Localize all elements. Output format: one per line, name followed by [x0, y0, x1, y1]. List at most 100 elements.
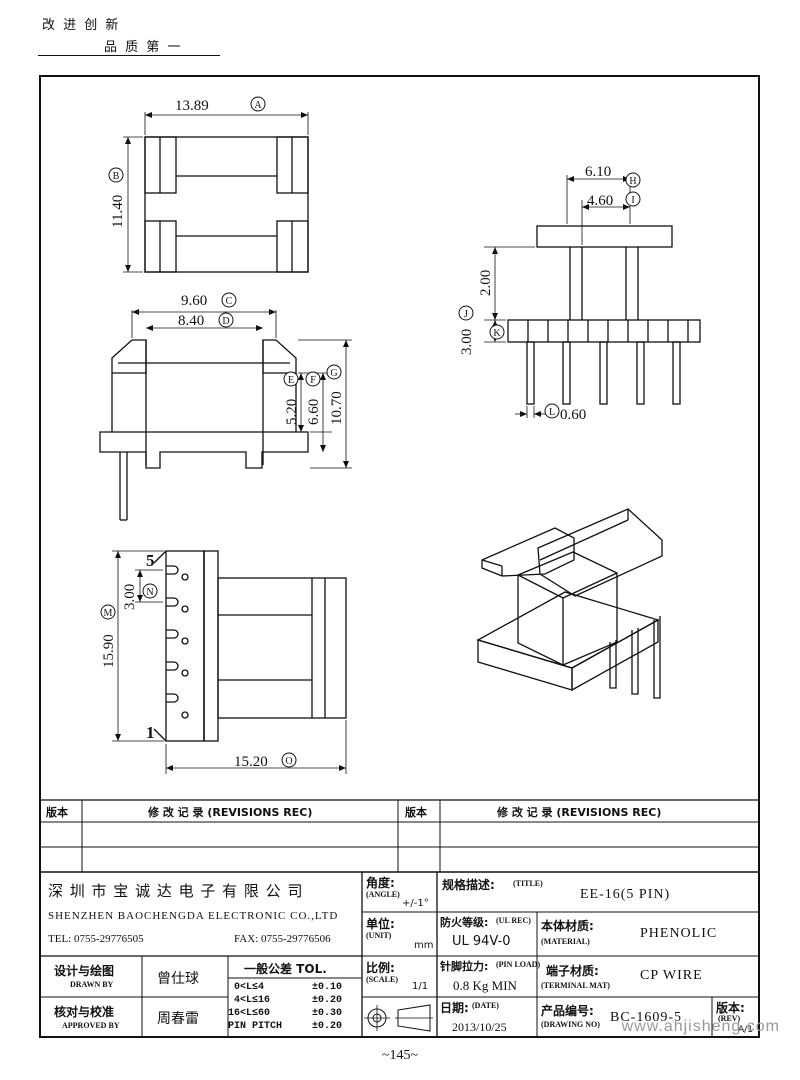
company-name-cn: 深 圳 市 宝 诚 达 电 子 有 限 公 司	[48, 882, 304, 900]
dim-g-value: 10.70	[329, 391, 345, 425]
marker-a: A	[250, 96, 266, 112]
approved-by-label-cn: 核对与校准	[54, 1005, 115, 1019]
marker-g: G	[326, 364, 342, 380]
dim-c-value: 9.60	[181, 293, 207, 309]
scale-value: 1/1	[412, 981, 429, 992]
marker-k: K	[489, 324, 505, 340]
top-view	[123, 112, 309, 273]
tolerance-range-2: 16<L≤60	[228, 1008, 271, 1019]
rev-value: A/1	[738, 1025, 753, 1035]
material-label-en: (MATERIAL)	[541, 937, 590, 946]
drawing-no-label-cn: 产品编号:	[541, 1004, 594, 1018]
ul-label-en: (UL REC)	[496, 916, 531, 925]
rev-label-cn: 版本:	[716, 1001, 745, 1015]
pin-label-first: 1	[146, 723, 155, 742]
drawing-no-label-en: (DRAWING NO)	[541, 1020, 600, 1029]
angle-label-en: (ANGLE)	[366, 890, 400, 899]
drawn-by-label-cn: 设计与绘图	[54, 964, 115, 978]
material-label-cn: 本体材质:	[541, 919, 594, 933]
pinload-value: 0.8 Kg MIN	[453, 978, 517, 993]
terminal-label-cn: 端子材质:	[546, 964, 599, 978]
svg-text:G: G	[330, 368, 337, 379]
scale-label-en: (SCALE)	[366, 975, 399, 984]
tolerance-value-2: ±0.30	[312, 1008, 343, 1019]
svg-text:C: C	[226, 296, 233, 307]
svg-text:N: N	[146, 587, 153, 598]
drawn-by-label-en: DRAWN BY	[70, 980, 114, 989]
dim-k-value: 3.00	[459, 329, 475, 355]
isometric-view	[476, 508, 663, 699]
dim-o-value: 15.20	[234, 754, 268, 770]
drawing-sheet	[39, 75, 760, 1038]
svg-text:L: L	[549, 407, 555, 418]
side-view	[484, 175, 701, 418]
tolerance-range-3: PIN PITCH	[228, 1021, 283, 1032]
svg-text:B: B	[113, 171, 120, 182]
marker-b: B	[108, 167, 124, 183]
svg-text:J: J	[464, 309, 468, 320]
slogan-line-2: 品 质 第 一	[104, 40, 183, 55]
svg-text:E: E	[288, 375, 294, 386]
slogan-line-1: 改 进 创 新	[42, 18, 121, 33]
svg-text:K: K	[493, 328, 501, 339]
terminal-value: CP WIRE	[640, 968, 703, 983]
marker-m: M	[100, 604, 116, 620]
pin-label-last: 5	[146, 551, 155, 570]
tolerance-value-0: ±0.10	[312, 982, 343, 993]
marker-f: F	[305, 371, 321, 387]
unit-label-en: (UNIT)	[366, 931, 392, 940]
tolerance-title: 一般公差 TOL.	[244, 962, 327, 976]
revision-header-rec-left: 修 改 记 录 (REVISIONS REC)	[148, 806, 313, 819]
tolerance-range-1: 4<L≤16	[234, 995, 271, 1006]
approved-by-value: 周春雷	[157, 1011, 199, 1027]
marker-c: C	[221, 292, 237, 308]
ul-label-cn: 防火等级:	[440, 916, 489, 929]
drawing-no-value: BC-1609-5	[610, 1010, 682, 1025]
tolerance-value-3: ±0.20	[312, 1021, 343, 1032]
tolerance-range-0: 0<L≤4	[234, 982, 265, 993]
dim-f-value: 6.60	[306, 399, 322, 425]
scale-label-cn: 比例:	[366, 961, 395, 975]
approved-by-label-en: APPROVED BY	[62, 1021, 120, 1030]
bottom-view	[112, 550, 347, 774]
svg-text:I: I	[631, 195, 634, 206]
date-value: 2013/10/25	[452, 1020, 507, 1034]
svg-text:D: D	[222, 316, 229, 327]
dim-n-value: 3.00	[122, 584, 138, 610]
rev-label-en: (REV)	[718, 1014, 741, 1023]
svg-text:M: M	[104, 608, 113, 619]
svg-text:F: F	[310, 375, 316, 386]
title-label-en: (TITLE)	[513, 879, 543, 888]
marker-e: E	[283, 371, 299, 387]
marker-d: D	[218, 312, 234, 328]
terminal-label-en: (TERMINAL MAT)	[541, 981, 610, 990]
dim-m-value: 15.90	[101, 634, 117, 668]
svg-text:O: O	[285, 756, 292, 767]
material-value: PHENOLIC	[640, 926, 718, 941]
marker-l: L	[544, 403, 560, 419]
marker-h: H	[625, 172, 641, 188]
unit-label-cn: 单位:	[366, 917, 395, 931]
marker-n: N	[142, 583, 158, 599]
angle-label-cn: 角度:	[366, 876, 395, 890]
date-label-en: (DATE)	[472, 1001, 499, 1010]
page-number: ~145~	[381, 1048, 419, 1063]
company-name-en: SHENZHEN BAOCHENGDA ELECTRONIC CO.,LTD	[48, 910, 339, 922]
dim-a-value: 13.89	[175, 98, 209, 114]
dim-i-value: 4.60	[587, 193, 613, 209]
tolerance-value-1: ±0.20	[312, 995, 343, 1006]
slogan-rule	[38, 55, 220, 56]
angle-value: +/-1°	[402, 898, 429, 909]
dim-j-value: 2.00	[478, 270, 494, 296]
svg-text:H: H	[629, 176, 636, 187]
svg-text:A: A	[254, 100, 262, 111]
dim-d-value: 8.40	[178, 313, 204, 329]
watermark: www.ahjisheng.com	[621, 1018, 780, 1035]
company-fax: FAX: 0755-29776506	[234, 933, 331, 945]
revision-header-version-left: 版本	[46, 806, 68, 819]
technical-drawing: 13.89 9.60 8.40 6.10 4.60 0.60 15.20 11.…	[99, 96, 701, 774]
marker-i: I	[625, 191, 641, 207]
revision-header-rec-right: 修 改 记 录 (REVISIONS REC)	[497, 806, 662, 819]
date-label-cn: 日期:	[440, 1001, 469, 1015]
